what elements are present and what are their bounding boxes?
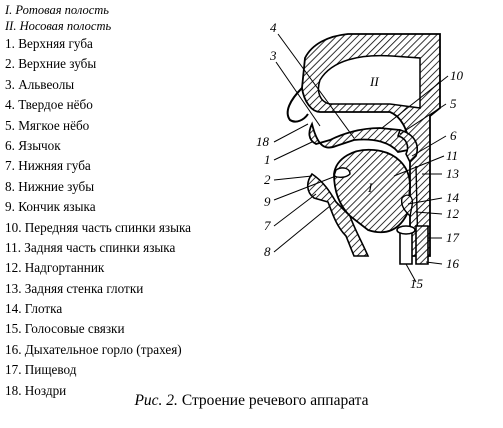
callout-2: 2 bbox=[264, 172, 271, 187]
legend-cavity-oral: I. Ротовая полость bbox=[5, 3, 109, 17]
figure-caption: Рис. 2. Строение речевого аппарата bbox=[0, 392, 503, 410]
nasal-cavity-space bbox=[317, 54, 421, 109]
callout-4: 4 bbox=[270, 20, 277, 35]
legend-item: 5. Мягкое нёбо bbox=[5, 117, 90, 133]
callout-1: 1 bbox=[264, 152, 271, 167]
legend-item: 4. Твердое нёбо bbox=[5, 97, 93, 113]
legend-item: 17. Пищевод bbox=[5, 362, 77, 378]
legend-item: 18. Ноздри bbox=[5, 382, 67, 398]
tongue-tip bbox=[333, 167, 351, 179]
legend-item: 2. Верхние зубы bbox=[5, 56, 97, 72]
legend-item: 6. Язычок bbox=[5, 137, 61, 153]
legend-item: 14. Глотка bbox=[5, 301, 63, 317]
legend-item: 8. Нижние зубы bbox=[5, 178, 95, 194]
leader-lines bbox=[273, 33, 449, 283]
upper-lip-palate bbox=[308, 121, 412, 153]
esophagus bbox=[415, 225, 429, 265]
callout-18: 18 bbox=[256, 134, 270, 149]
legend-cavity-nasal: II. Носовая полость bbox=[5, 19, 112, 33]
speech-apparatus-diagram: II I 4 3 10 5 18 6 1 11 2 13 9 14 12 7 1… bbox=[256, 20, 464, 291]
legend-item: 7. Нижняя губа bbox=[5, 158, 91, 174]
callout-8: 8 bbox=[264, 244, 271, 259]
legend-item: 1. Верхняя губа bbox=[5, 36, 93, 51]
callout-12: 12 bbox=[446, 206, 460, 221]
nose bbox=[286, 87, 309, 123]
legend-item: 13. Задняя стенка глотки bbox=[5, 280, 144, 296]
caption-title: Строение речевого аппарата bbox=[181, 392, 369, 409]
legend-item: 10. Передняя часть спинки языка bbox=[5, 219, 192, 235]
callout-13: 13 bbox=[446, 166, 460, 181]
callout-14: 14 bbox=[446, 190, 460, 205]
legend-item: 15. Голосовые связки bbox=[5, 321, 125, 337]
legend-item: 16. Дыхательное горло (трахея) bbox=[5, 341, 182, 357]
callout-6: 6 bbox=[450, 128, 457, 143]
legend: I. Ротовая полость II. Носовая полость 1… bbox=[5, 2, 255, 401]
cavity-label-ii: II bbox=[369, 74, 379, 89]
callout-11: 11 bbox=[446, 148, 458, 163]
legend-item: 12. Надгортанник bbox=[5, 260, 105, 276]
callout-10: 10 bbox=[450, 68, 464, 83]
caption-label: Рис. 2. bbox=[134, 392, 178, 409]
lower-jaw bbox=[306, 172, 370, 257]
callout-15: 15 bbox=[410, 276, 424, 291]
callout-16: 16 bbox=[446, 256, 460, 271]
soft-palate bbox=[396, 129, 418, 164]
legend-item: 9. Кончик языка bbox=[5, 199, 96, 215]
callout-3: 3 bbox=[269, 48, 277, 63]
epiglottis bbox=[400, 194, 414, 218]
callout-5: 5 bbox=[450, 96, 457, 111]
cavity-label-i: I bbox=[367, 180, 373, 195]
callout-9: 9 bbox=[264, 194, 271, 209]
vocal-cords bbox=[396, 225, 416, 235]
callout-17: 17 bbox=[446, 230, 460, 245]
legend-item: 11. Задняя часть спинки языка bbox=[5, 239, 176, 255]
legend-item: 3. Альвеолы bbox=[5, 76, 75, 92]
callout-7: 7 bbox=[264, 218, 271, 233]
